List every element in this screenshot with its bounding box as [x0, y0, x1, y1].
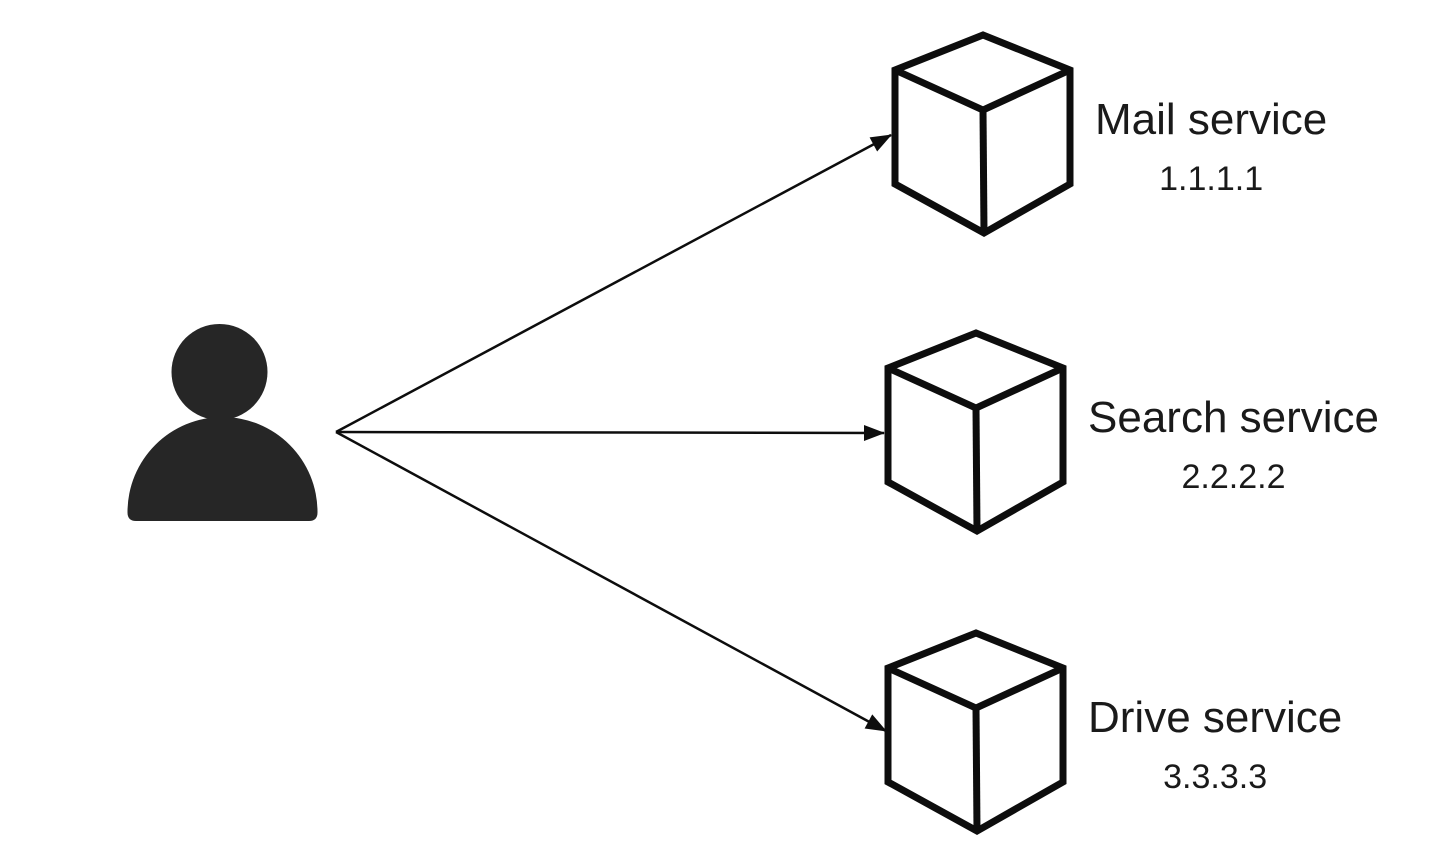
arrow-user-to-mail-icon [335, 133, 892, 434]
user-icon [127, 324, 318, 521]
service-ip: 3.3.3.3 [1163, 758, 1268, 796]
service-name: Drive service [1088, 693, 1343, 742]
service-label: Drive service 3.3.3.3 [1088, 691, 1342, 797]
service-ip: 1.1.1.1 [1159, 160, 1264, 198]
service-label: Search service 2.2.2.2 [1088, 391, 1379, 497]
service-name: Search service [1088, 393, 1380, 442]
cube-icon [884, 629, 1067, 836]
cube-icon [884, 329, 1067, 536]
arrow-user-to-drive-icon [335, 430, 887, 733]
cube-icon [891, 31, 1074, 238]
service-ip: 2.2.2.2 [1181, 458, 1286, 496]
service-node-mail: Mail service 1.1.1.1 [891, 31, 1433, 245]
service-node-search: Search service 2.2.2.2 [884, 329, 1426, 543]
arrow-user-to-search-icon [335, 424, 885, 441]
service-name: Mail service [1095, 95, 1328, 144]
service-label: Mail service 1.1.1.1 [1095, 93, 1327, 199]
service-node-drive: Drive service 3.3.3.3 [884, 629, 1426, 843]
